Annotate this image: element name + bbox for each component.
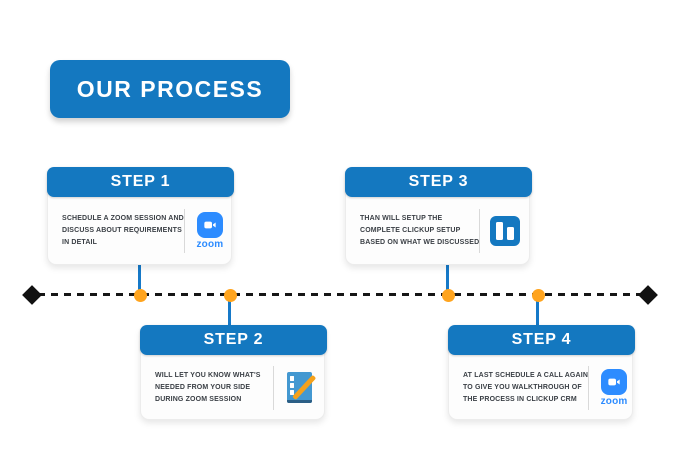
- step-2-description: WILL LET YOU KNOW WHAT'S NEEDED FROM YOU…: [141, 370, 273, 406]
- step-2-body: WILL LET YOU KNOW WHAT'S NEEDED FROM YOU…: [141, 356, 324, 419]
- step-3-body: THAN WILL SETUP THE COMPLETE CLICKUP SET…: [346, 198, 529, 264]
- board-bar-tall: [496, 222, 504, 240]
- text-line: AT LAST SCHEDULE A CALL AGAIN: [463, 371, 589, 379]
- clipboard-base: [286, 400, 312, 403]
- video-camera-glyph: [608, 378, 620, 385]
- connector-line-step-1: [138, 264, 141, 290]
- step-2-icon-area: [274, 372, 324, 403]
- connector-line-step-4: [536, 300, 539, 326]
- timeline-node-dot-4: [531, 288, 545, 302]
- zoom-wordmark: zoom: [196, 239, 224, 250]
- divider: [479, 209, 481, 253]
- timeline-node-dot-2: [223, 288, 237, 302]
- page-title: OUR PROCESS: [76, 75, 264, 102]
- text-line: DISCUSS ABOUT REQUIREMENTS: [62, 227, 182, 234]
- zoom-wordmark: zoom: [600, 395, 628, 407]
- divider: [588, 365, 590, 410]
- checklist-pencil-icon: [286, 372, 316, 403]
- text-line: WILL LET YOU KNOW WHAT'S: [155, 371, 261, 379]
- text-line: IN DETAIL: [62, 239, 98, 246]
- timeline-dashed-line: [38, 293, 642, 296]
- step-3-header: STEP 3: [345, 167, 532, 197]
- text-line: SCHEDULE A ZOOM SESSION AND: [62, 215, 184, 222]
- connector-line-step-3: [446, 264, 449, 290]
- timeline-node-dot-1: [133, 288, 147, 302]
- zoom-video-icon: [196, 212, 223, 238]
- zoom-video-icon: [601, 368, 628, 395]
- step-3-label: STEP 3: [408, 173, 469, 190]
- step-1-label: STEP 1: [110, 173, 171, 190]
- step-3-icon-area: [480, 216, 530, 246]
- title-banner: OUR PROCESS: [50, 60, 290, 118]
- text-line: DURING ZOOM SESSION: [155, 395, 242, 403]
- text-line: COMPLETE CLICKUP SETUP: [360, 227, 461, 234]
- text-line: THE PROCESS IN CLICKUP CRM: [463, 395, 577, 403]
- step-4-icon-area: zoom: [589, 368, 639, 407]
- divider: [273, 365, 274, 410]
- timeline-start-diamond-icon: [22, 285, 42, 305]
- text-line: NEEDED FROM YOUR SIDE: [155, 383, 251, 391]
- connector-line-step-2: [228, 300, 231, 326]
- step-4-body: AT LAST SCHEDULE A CALL AGAIN TO GIVE YO…: [449, 356, 632, 419]
- step-card-1: STEP 1 SCHEDULE A ZOOM SESSION AND DISCU…: [47, 167, 234, 265]
- step-4-label: STEP 4: [511, 331, 572, 348]
- divider: [183, 209, 185, 253]
- boards-icon: [490, 216, 521, 246]
- text-line: BASED ON WHAT WE DISCUSSED: [360, 239, 480, 246]
- step-1-body: SCHEDULE A ZOOM SESSION AND DISCUSS ABOU…: [48, 198, 231, 264]
- step-1-header: STEP 1: [47, 167, 234, 197]
- step-1-description: SCHEDULE A ZOOM SESSION AND DISCUSS ABOU…: [48, 213, 184, 249]
- step-card-4: STEP 4 AT LAST SCHEDULE A CALL AGAIN TO …: [448, 325, 635, 420]
- text-line: TO GIVE YOU WALKTHROUGH OF: [463, 383, 582, 391]
- step-card-2: STEP 2 WILL LET YOU KNOW WHAT'S NEEDED F…: [140, 325, 327, 420]
- timeline-node-dot-3: [441, 288, 455, 302]
- step-2-header: STEP 2: [140, 325, 327, 355]
- checkbox-glyph: [289, 376, 294, 381]
- board-bar-short: [507, 227, 515, 240]
- checkbox-glyph: [289, 390, 294, 395]
- step-3-description: THAN WILL SETUP THE COMPLETE CLICKUP SET…: [346, 213, 479, 249]
- step-card-3: STEP 3 THAN WILL SETUP THE COMPLETE CLIC…: [345, 167, 532, 265]
- text-line: THAN WILL SETUP THE: [360, 215, 443, 222]
- pencil-glyph: [291, 374, 316, 400]
- step-2-label: STEP 2: [203, 331, 264, 348]
- step-4-description: AT LAST SCHEDULE A CALL AGAIN TO GIVE YO…: [449, 370, 588, 406]
- video-camera-glyph: [204, 221, 216, 229]
- step-4-header: STEP 4: [448, 325, 635, 355]
- checkbox-glyph: [289, 383, 294, 388]
- timeline-end-diamond-icon: [638, 285, 658, 305]
- step-1-icon-area: zoom: [185, 212, 235, 250]
